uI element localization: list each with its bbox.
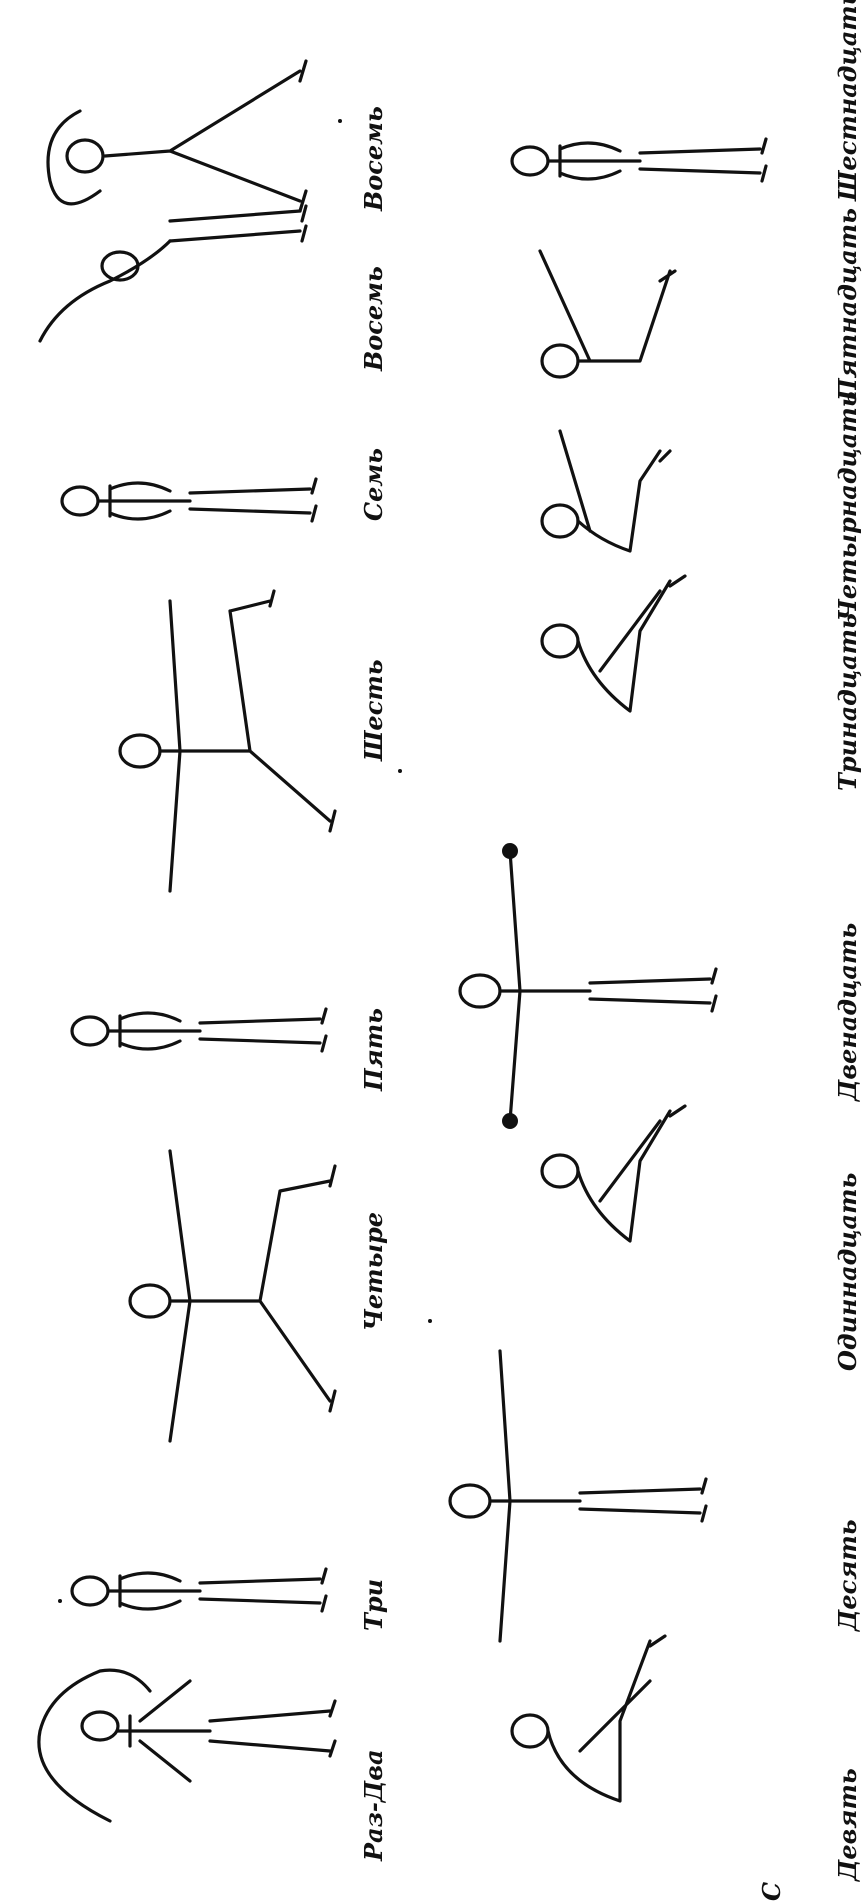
label-sem: Семь bbox=[359, 448, 388, 521]
figure-tri bbox=[72, 1569, 326, 1611]
figure-sem bbox=[62, 479, 316, 521]
speck bbox=[398, 769, 402, 773]
figure-vosem-2 bbox=[48, 61, 306, 211]
label-devyat: Девять bbox=[833, 1768, 862, 1882]
figure-devyat bbox=[512, 1636, 665, 1801]
figure-odinnadtsat bbox=[542, 1106, 685, 1241]
label-chetyrnadtsat: Четырнадцать bbox=[833, 391, 862, 621]
label-vosem-1: Восемь bbox=[359, 266, 388, 372]
figure-raz-dva bbox=[39, 1670, 335, 1821]
speck bbox=[58, 1599, 62, 1603]
label-chetyre: Четыре bbox=[359, 1212, 388, 1331]
speck bbox=[428, 1319, 432, 1323]
figure-vosem-1 bbox=[40, 206, 306, 341]
speck bbox=[338, 119, 342, 123]
figure-pyat bbox=[72, 1009, 326, 1051]
figure-pyatnadtsat bbox=[540, 251, 675, 377]
figure-chetyrnadtsat bbox=[542, 431, 670, 551]
label-shestnadtsat: Шестнадцать bbox=[833, 0, 862, 202]
label-dvenadtsat: Двенадцать bbox=[833, 923, 862, 1102]
label-vosem-2: Восемь bbox=[359, 106, 388, 212]
label-shest: Шесть bbox=[359, 659, 388, 762]
figure-shest bbox=[120, 591, 335, 891]
figure-trinadtsat bbox=[542, 576, 685, 711]
figure-shestnadtsat bbox=[512, 139, 766, 181]
bottom-row-labels: Девять Десять Одиннадцать Двенадцать Три… bbox=[833, 0, 862, 1882]
corner-glyph: С bbox=[757, 1882, 786, 1901]
top-row-labels: Раз-Два Три Четыре Пять Шесть Семь Восем… bbox=[359, 106, 388, 1862]
label-trinadtsat: Тринадцать bbox=[833, 613, 862, 791]
figure-chetyre bbox=[130, 1151, 335, 1441]
figure-desyat bbox=[450, 1351, 706, 1641]
label-pyatnadtsat: Пятнадцать bbox=[833, 208, 862, 402]
label-tri: Три bbox=[359, 1579, 388, 1631]
label-raz-dva: Раз-Два bbox=[359, 1749, 388, 1862]
label-pyat: Пять bbox=[359, 1008, 388, 1092]
label-odinnadtsat: Одиннадцать bbox=[833, 1173, 862, 1371]
label-desyat: Десять bbox=[833, 1519, 862, 1632]
figure-dvenadtsat bbox=[460, 844, 716, 1128]
